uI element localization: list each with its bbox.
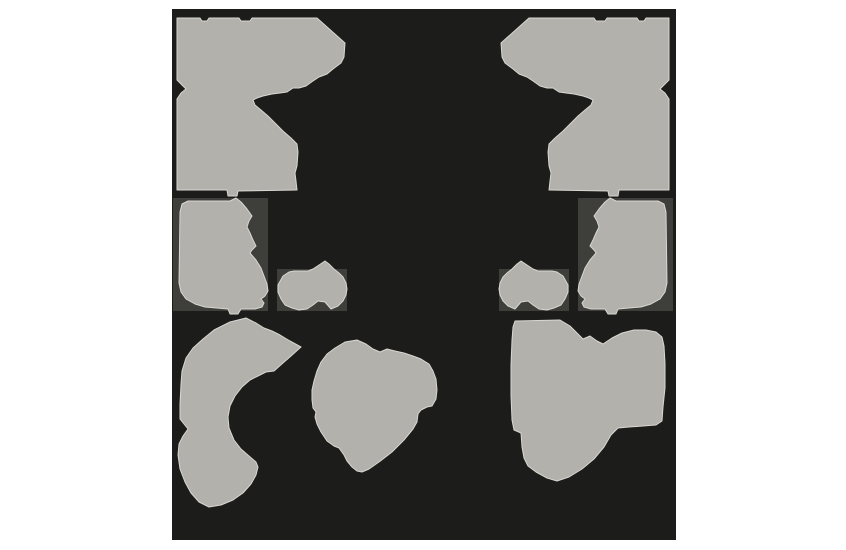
blob-mid-left-small	[277, 260, 348, 311]
blob-mid-left-large	[178, 197, 269, 315]
blob-bottom-center-round	[311, 339, 438, 473]
blob-bottom-left-crescent	[177, 317, 302, 508]
blob-mid-right-large	[577, 197, 668, 315]
blob-top-right	[500, 17, 670, 197]
blob-bottom-right-large	[510, 319, 666, 482]
blob-layer	[176, 17, 670, 508]
blob-top-left	[176, 17, 346, 197]
blob-mid-right-small	[498, 260, 569, 311]
